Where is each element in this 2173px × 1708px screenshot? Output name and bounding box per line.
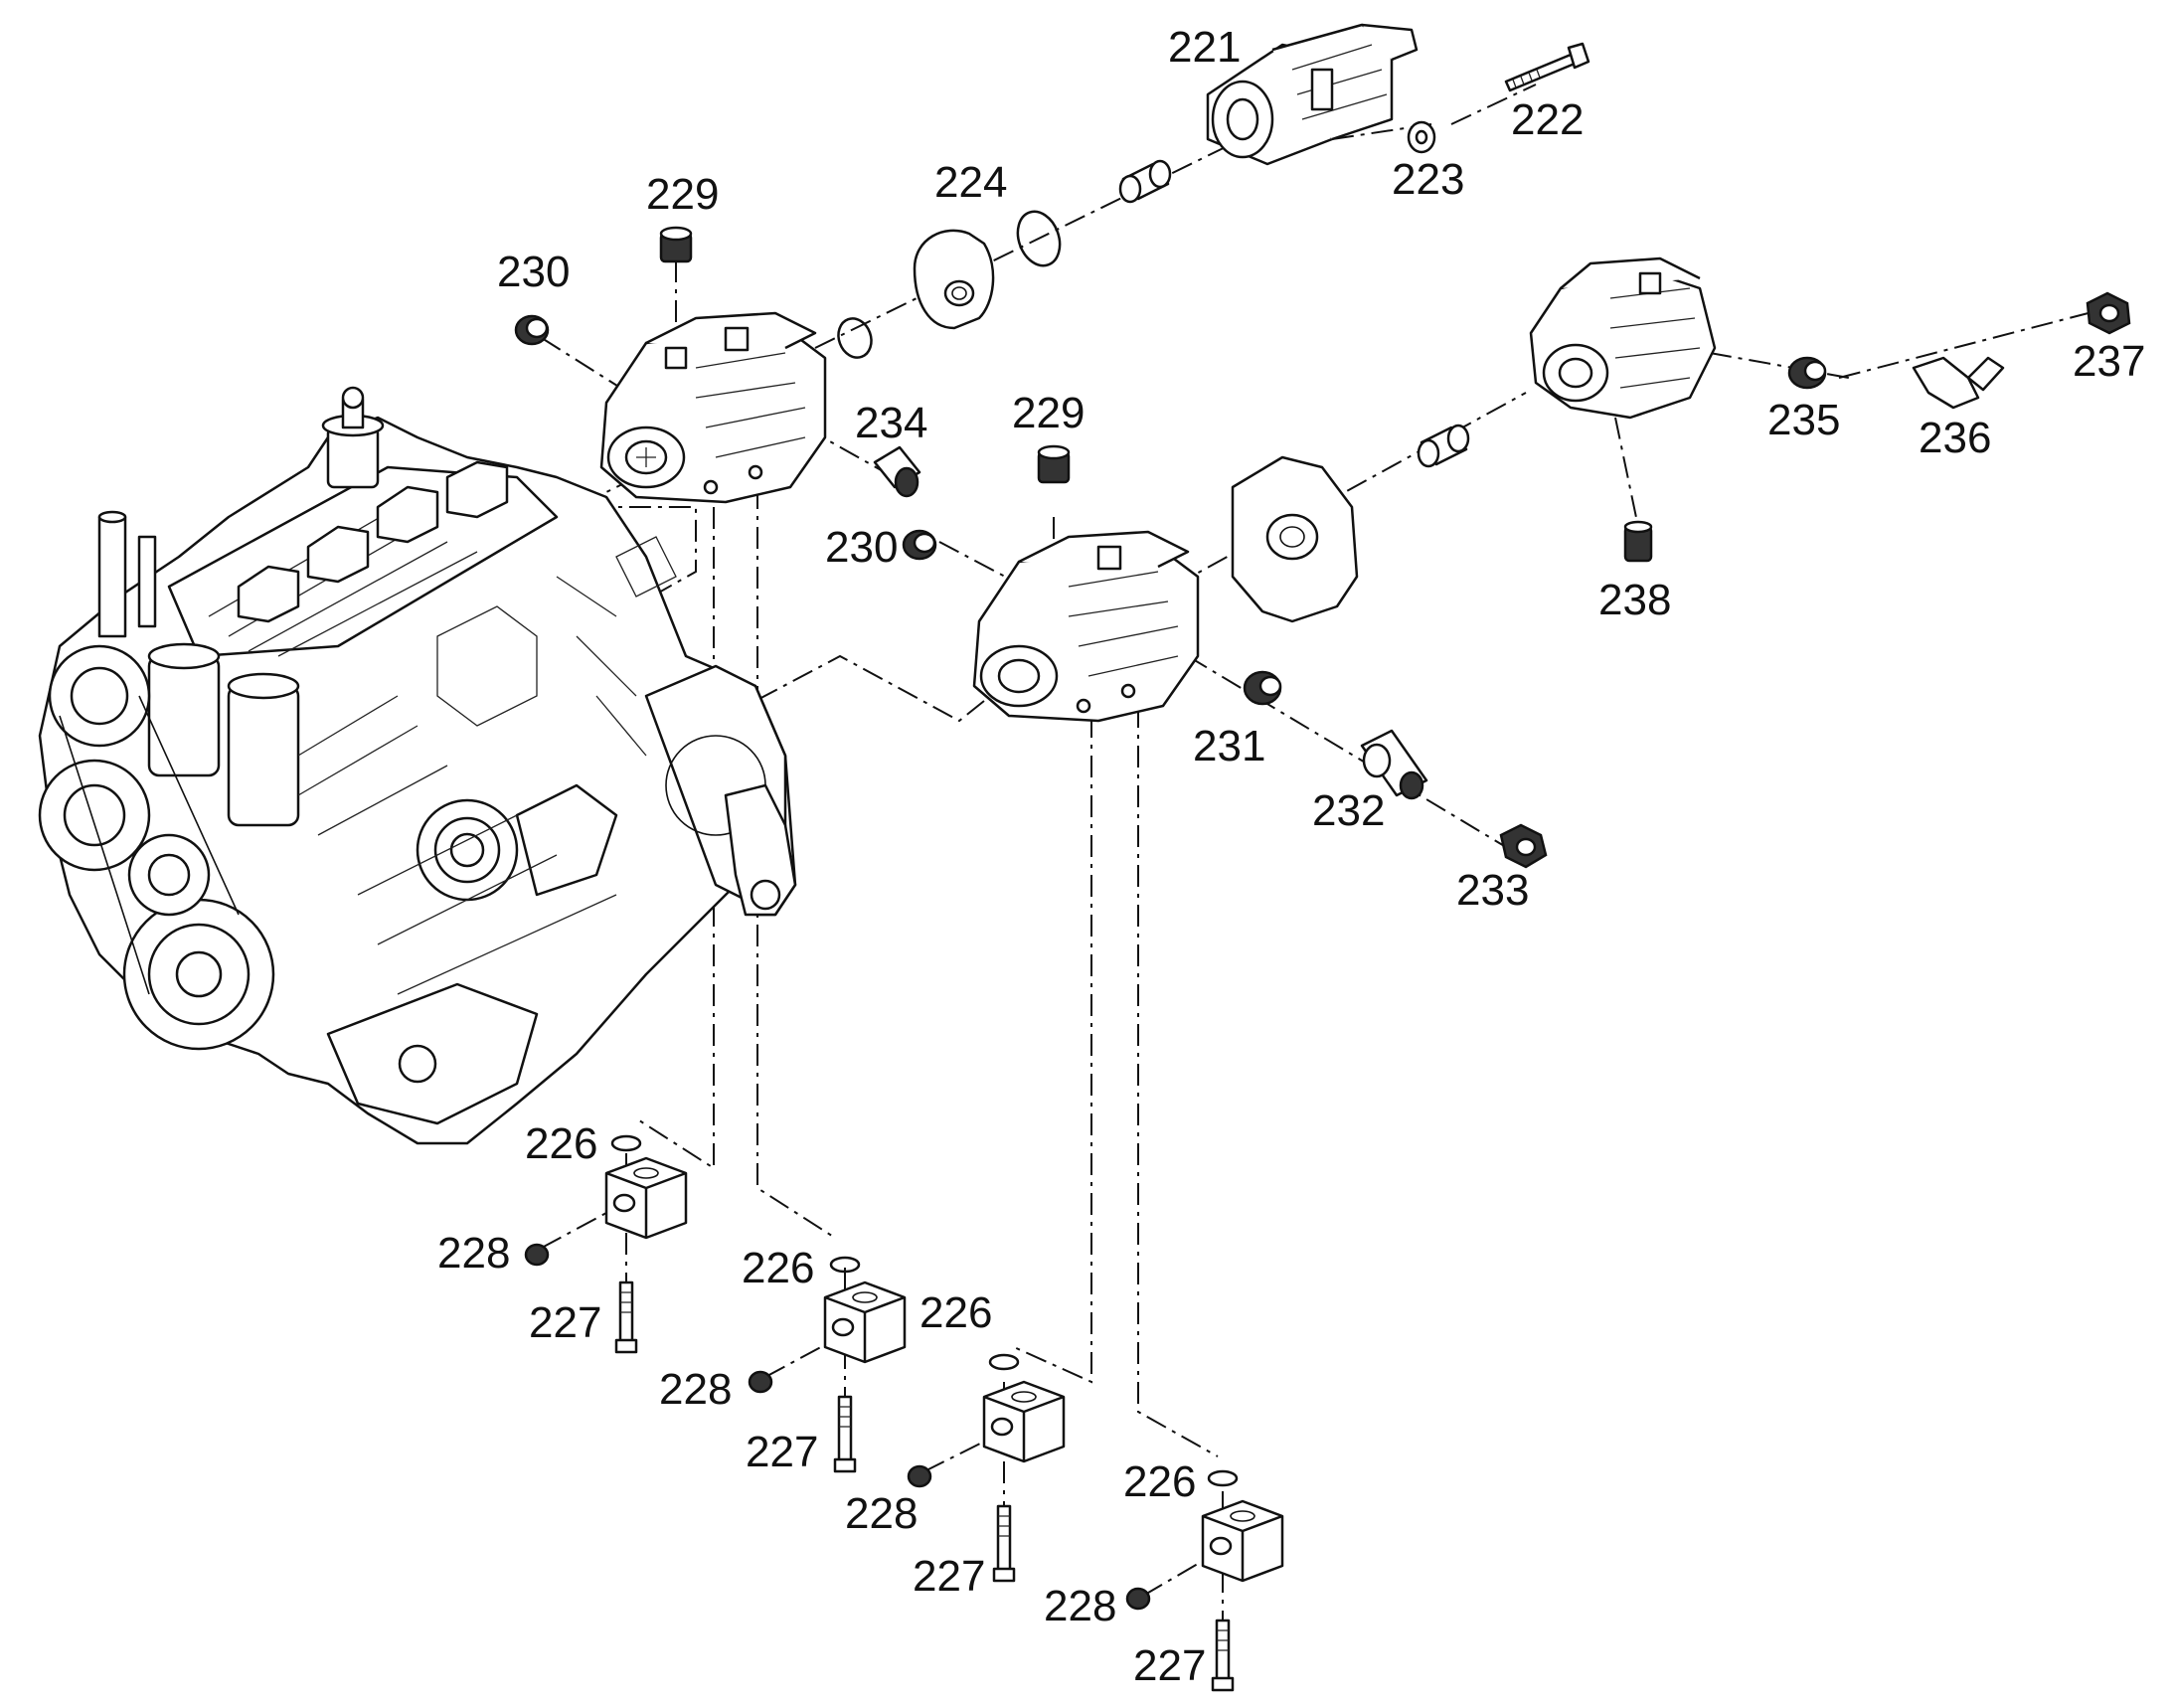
callout-227-c: 227 (913, 1552, 985, 1601)
callout-228-a: 228 (437, 1229, 510, 1278)
block-assembly-d (1125, 1469, 1284, 1692)
block-assembly-a (524, 1134, 688, 1354)
part-230-plug-upper (514, 314, 550, 346)
callout-227-b: 227 (746, 1428, 818, 1476)
callout-227-a: 227 (529, 1298, 601, 1347)
part-235-fitting (1787, 356, 1827, 390)
callout-228-c: 228 (845, 1489, 918, 1538)
callout-230-middle: 230 (825, 523, 898, 572)
part-224-oring (1016, 210, 1062, 267)
callout-228-d: 228 (1044, 1582, 1116, 1630)
part-232-sleeve (1360, 729, 1428, 800)
part-223-washer (1407, 120, 1436, 154)
callout-231: 231 (1193, 722, 1265, 770)
callout-237: 237 (2073, 337, 2145, 386)
part-237-cap (2086, 291, 2131, 335)
part-229-fitting-upper (659, 226, 693, 263)
callout-234: 234 (855, 399, 927, 447)
callout-238: 238 (1598, 576, 1671, 624)
engine-assembly (38, 386, 797, 1145)
callout-227-d: 227 (1133, 1641, 1206, 1690)
callout-233: 233 (1456, 866, 1529, 915)
part-234-sleeve (873, 445, 921, 498)
callout-222: 222 (1511, 95, 1584, 144)
hydraulic-pump-middle (972, 530, 1200, 723)
block-assembly-b (748, 1256, 907, 1473)
part-230-plug-middle (902, 529, 937, 561)
adapter-plate-middle (1231, 455, 1359, 623)
callout-229-upper: 229 (646, 170, 719, 219)
block-assembly-c (907, 1353, 1066, 1583)
part-236-elbow (1912, 356, 2005, 410)
callout-226-a: 226 (525, 1119, 597, 1168)
callout-236: 236 (1919, 414, 1991, 462)
callout-226-c: 226 (919, 1288, 992, 1337)
adapter-flange (913, 229, 995, 330)
callout-226-b: 226 (742, 1244, 814, 1292)
callout-229-middle: 229 (1012, 389, 1085, 437)
gasket-ring (837, 317, 873, 359)
coupling-sleeve (1118, 159, 1172, 204)
hydraulic-pump-upper (599, 311, 827, 504)
callout-226-d: 226 (1123, 1457, 1196, 1506)
hydraulic-pump-rear (1529, 256, 1717, 420)
part-229-fitting-middle (1037, 444, 1071, 484)
callout-labels: 221 222 223 224 229 230 234 229 230 235 … (437, 23, 2145, 1690)
part-222-bolt (1504, 42, 1590, 92)
callout-230-upper: 230 (497, 248, 570, 296)
callout-232: 232 (1312, 786, 1385, 835)
coupling-sleeve-middle (1417, 424, 1470, 468)
callout-224: 224 (934, 158, 1007, 207)
part-238-fitting (1623, 520, 1653, 563)
callout-235: 235 (1767, 396, 1840, 444)
callout-221: 221 (1168, 23, 1241, 72)
part-231-fitting (1243, 670, 1282, 706)
part-233-nut (1499, 823, 1548, 869)
callout-228-b: 228 (659, 1365, 732, 1414)
part-221-motor (1206, 23, 1419, 166)
callout-223: 223 (1392, 155, 1464, 204)
